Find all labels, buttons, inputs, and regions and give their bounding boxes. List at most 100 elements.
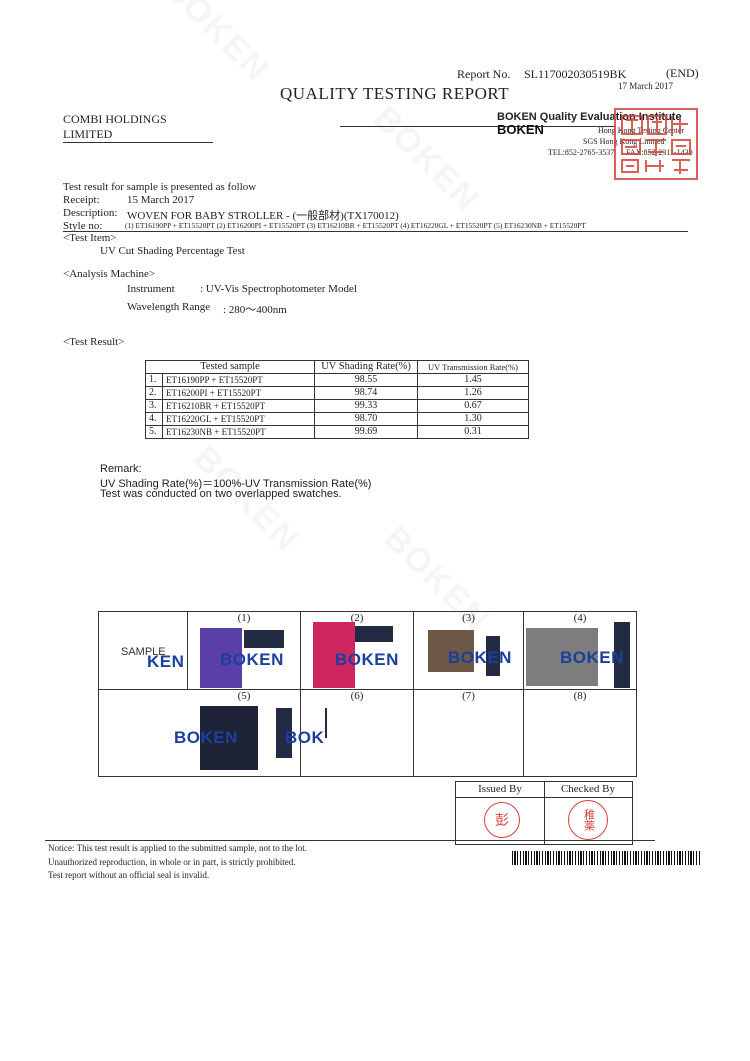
sample-cell-2: (2) BOKEN (301, 612, 414, 690)
row-no: 2. (145, 386, 163, 400)
institute-tel: TEL:852-2765-3537 (548, 148, 615, 157)
analysis-heading: <Analysis Machine> (63, 268, 156, 280)
notice-line2: Unauthorized reproduction, in whole or i… (48, 857, 296, 867)
boken-logo: BOKEN (220, 650, 284, 669)
table-row: 2. ET16200PI + ET15520PT 98.74 1.26 (145, 386, 529, 400)
barcode-icon (512, 851, 700, 865)
swatch-pink (313, 622, 355, 688)
wavelength-label: Wavelength Range (127, 301, 211, 313)
description-value: WOVEN FOR BABY STROLLER - (一般部材)(TX17001… (127, 210, 399, 222)
sample-cell-7: (7) (414, 690, 524, 776)
watermark: BOKEN (366, 99, 487, 220)
partial-boken-logo: KEN (147, 652, 185, 671)
client-name: COMBI HOLDINGS LIMITED (63, 112, 213, 143)
sample-grid: SAMPLE KEN (1) BOKEN (2) BOKEN (3) BOKEN… (98, 611, 637, 777)
sample-num: (3) (462, 612, 475, 624)
row-shading: 99.69 (314, 425, 418, 439)
notice-rule (45, 840, 655, 841)
result-heading: <Test Result> (63, 336, 125, 348)
row-sample: ET16220GL + ET15520PT (162, 412, 315, 426)
sample-cell-6: (6) BOK (285, 690, 414, 776)
sample-cell-3: (3) BOKEN (414, 612, 524, 690)
institute-line2: SGS Hong Kong Limited (583, 137, 665, 146)
report-date: 17 March 2017 (618, 81, 673, 91)
description-label: Description: (63, 207, 118, 219)
row-shading: 98.74 (314, 386, 418, 400)
checked-by-label: Checked By (560, 783, 616, 795)
test-item-value: UV Cut Shading Percentage Test (100, 245, 245, 257)
header-rule (340, 126, 615, 127)
swatch-overlay (614, 622, 630, 688)
col-tested-sample: Tested sample (145, 360, 315, 374)
swatch-purple (200, 628, 242, 688)
watermark: BOKEN (156, 0, 277, 90)
row-sample: ET16200PI + ET15520PT (162, 386, 315, 400)
row-no: 4. (145, 412, 163, 426)
notice-line1: Notice: This test result is applied to t… (48, 843, 308, 853)
page-title: QUALITY TESTING REPORT (280, 84, 510, 103)
row-trans: 0.31 (417, 425, 529, 439)
instrument-value: : UV-Vis Spectrophotometer Model (200, 283, 357, 295)
table-row: 3. ET16210BR + ET15520PT 99.33 0.67 (145, 399, 529, 413)
swatch-overlay (244, 630, 284, 648)
style-value: (1) ET16190PP + ET15520PT (2) ET16200PI … (125, 221, 586, 230)
row-trans: 1.45 (417, 373, 529, 387)
swatch-overlay (325, 708, 327, 738)
row-sample: ET16230NB + ET15520PT (162, 425, 315, 439)
style-label: Style no: (63, 220, 103, 232)
sample-label: SAMPLE (121, 646, 166, 658)
row-no: 5. (145, 425, 163, 439)
row-shading: 98.55 (314, 373, 418, 387)
sample-cell-5: (5) BOKEN (174, 690, 301, 776)
instrument-label: Instrument (127, 283, 175, 295)
checked-stamp-icon: 稚薬 (568, 800, 608, 840)
info-rule (63, 231, 688, 232)
remark-line1: UV Shading Rate(%)＝100%-UV Transmission … (100, 478, 372, 490)
table-row: 5. ET16230NB + ET15520PT 99.69 0.31 (145, 425, 529, 439)
intro-text: Test result for sample is presented as f… (63, 181, 257, 193)
partial-boken-logo: BOK (285, 728, 325, 747)
sample-num: (5) (237, 690, 251, 702)
col-shading-rate: UV Shading Rate(%) (314, 360, 418, 374)
swatch-overlay (355, 626, 393, 642)
official-seal-icon (614, 108, 698, 180)
sample-num: (4) (573, 612, 587, 624)
sample-cell-4: (4) BOKEN (524, 612, 636, 690)
report-end: (END) (666, 66, 699, 80)
report-no-label: Report No. (457, 67, 511, 81)
boken-logo: BOKEN (560, 648, 624, 667)
sample-num: (6) (350, 690, 364, 702)
sample-cell-1: (1) BOKEN (188, 612, 301, 690)
boken-logo: BOKEN (448, 648, 512, 667)
seal-rule (456, 797, 632, 798)
result-table: Tested sample UV Shading Rate(%) UV Tran… (145, 360, 529, 439)
sample-num: (1) (237, 612, 251, 624)
boken-logo: BOKEN (174, 728, 238, 747)
sample-num: (7) (462, 690, 475, 702)
notice-line3: Test report without an official seal is … (48, 870, 210, 880)
row-trans: 1.30 (417, 412, 529, 426)
sample-num: (2) (350, 612, 364, 624)
row-trans: 0.67 (417, 399, 529, 413)
table-row: 4. ET16220GL + ET15520PT 98.70 1.30 (145, 412, 529, 426)
row-shading: 98.70 (314, 412, 418, 426)
row-sample: ET16210BR + ET15520PT (162, 399, 315, 413)
row-no: 1. (145, 373, 163, 387)
table-header-row: Tested sample UV Shading Rate(%) UV Tran… (145, 360, 529, 374)
sample-label-cell: SAMPLE KEN (99, 612, 188, 690)
swatch-navy (200, 706, 258, 770)
remark-label: Remark: (100, 463, 142, 475)
issued-stamp-icon: 彭 (484, 802, 520, 838)
report-no: SL117002030519BK (524, 67, 627, 81)
row-trans: 1.26 (417, 386, 529, 400)
boken-logo: BOKEN (497, 122, 544, 137)
row-sample: ET16190PP + ET15520PT (162, 373, 315, 387)
test-item-heading: <Test Item> (63, 232, 117, 244)
table-row: 1. ET16190PP + ET15520PT 98.55 1.45 (145, 373, 529, 387)
col-transmission-rate: UV Transmission Rate(%) (417, 360, 529, 374)
seal-box: Issued By Checked By 彭 稚薬 (455, 781, 633, 845)
swatch-grey (526, 628, 598, 686)
row-no: 3. (145, 399, 163, 413)
sample-cell-8: (8) (524, 690, 636, 776)
sample-num: (8) (573, 690, 587, 702)
